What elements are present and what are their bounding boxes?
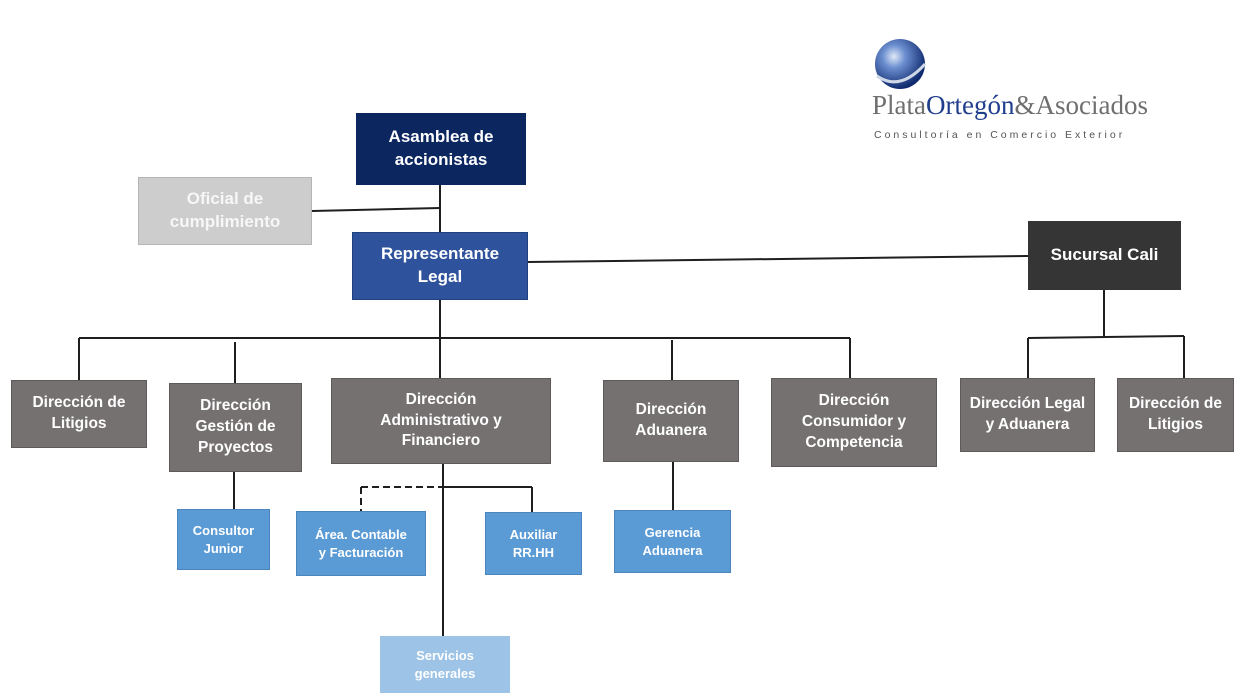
company-logo: PlataOrtegón&Asociados Consultoría en Co… — [820, 22, 1220, 162]
node-sucursal-cali: Sucursal Cali — [1028, 221, 1181, 290]
globe-icon — [875, 39, 927, 89]
logo-tagline: Consultoría en Comercio Exterior — [874, 129, 1126, 141]
logo-wordmark: PlataOrtegón&Asociados — [872, 90, 1148, 120]
